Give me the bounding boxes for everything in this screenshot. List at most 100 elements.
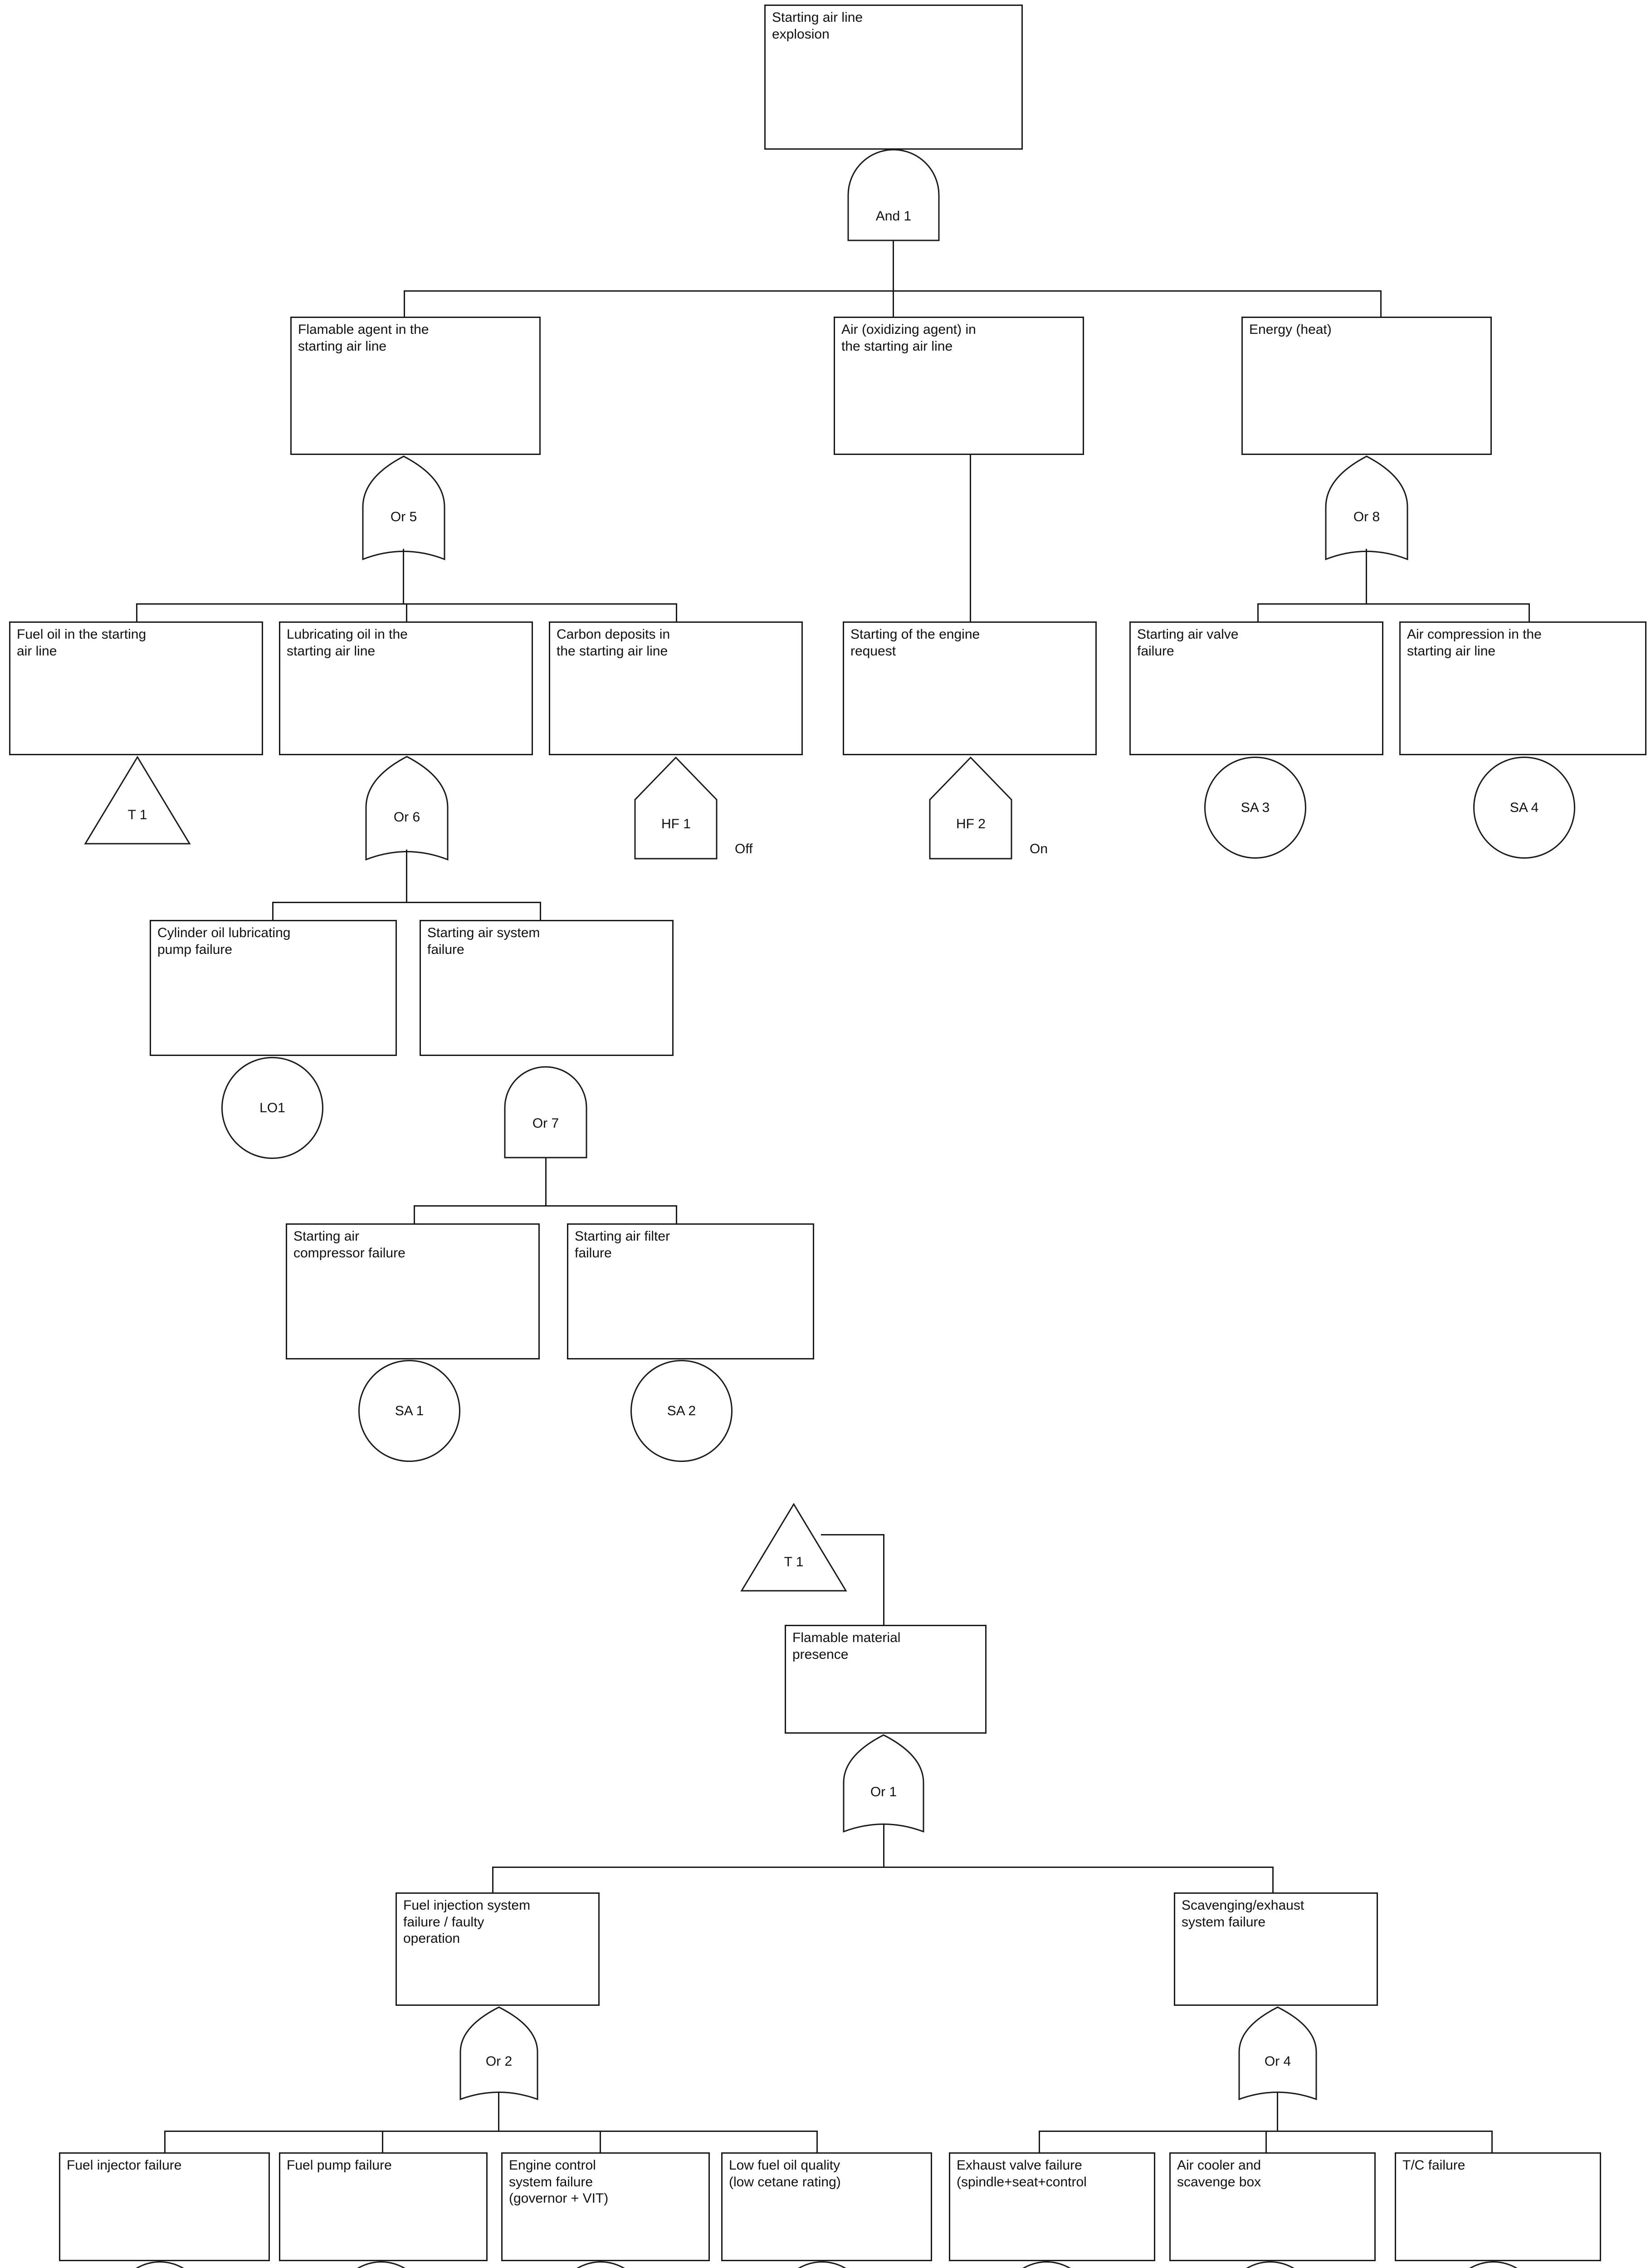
gate-or7[interactable]: Or 7 — [493, 1057, 598, 1161]
gate-or5[interactable]: Or 5 — [352, 455, 456, 564]
event-fuel-oil: Fuel oil in the starting air line — [9, 621, 263, 755]
line-drop-exhvalve — [1039, 2131, 1040, 2152]
line-t1-elbow-h — [821, 1534, 884, 1535]
event-air-valve-failure-label: Starting air valve failure — [1137, 627, 1239, 659]
line-drop-filter — [676, 1205, 677, 1224]
line-or7-down — [545, 1158, 547, 1205]
line-or1-down — [883, 1823, 884, 1867]
line-drop-lowquality — [816, 2131, 818, 2152]
line-drop-engctl — [600, 2131, 601, 2152]
event-fuel-oil-label: Fuel oil in the starting air line — [17, 627, 147, 659]
event-top-label: Starting air line explosion — [772, 10, 863, 42]
event-start-air-system: Starting air system failure — [420, 920, 674, 1056]
house-event-hf1-label: HF 1 — [661, 816, 691, 831]
event-exhaust-valve: Exhaust valve failure (spindle+seat+cont… — [949, 2152, 1155, 2261]
event-air-valve-failure: Starting air valve failure — [1129, 621, 1383, 755]
event-scavenging-exhaust: Scavenging/exhaust system failure — [1174, 1892, 1378, 2006]
line-bus-or6 — [272, 902, 540, 903]
line-or4-down — [1277, 2092, 1278, 2131]
basic-event-fo1[interactable]: FO 1 — [113, 2261, 206, 2268]
line-or2-down — [498, 2092, 499, 2131]
line-drop-air — [893, 290, 894, 318]
house-event-hf2-state: On — [1030, 841, 1048, 856]
event-fuel-injection: Fuel injection system failure / faulty o… — [396, 1892, 600, 2006]
event-cyl-oil-pump: Cylinder oil lubricating pump failure — [150, 920, 397, 1056]
line-drop-tc — [1491, 2131, 1493, 2152]
event-engine-request-label: Starting of the engine request — [850, 627, 980, 659]
gate-or2[interactable]: Or 2 — [451, 2006, 547, 2103]
event-tc-failure-label: T/C failure — [1402, 2158, 1465, 2173]
line-bus-level2 — [404, 290, 1381, 292]
event-fuel-pump: Fuel pump failure — [279, 2152, 488, 2261]
basic-event-sa4[interactable]: SA 4 — [1473, 757, 1575, 859]
event-low-fuel-quality: Low fuel oil quality (low cetane rating) — [721, 2152, 932, 2261]
event-fuel-pump-label: Fuel pump failure — [287, 2158, 392, 2173]
event-air-compressor: Starting air compressor failure — [286, 1223, 540, 1359]
event-start-air-system-label: Starting air system failure — [427, 925, 540, 957]
gate-or8[interactable]: Or 8 — [1314, 455, 1419, 564]
house-event-hf1-state: Off — [735, 841, 753, 856]
gate-and1[interactable]: And 1 — [837, 149, 950, 241]
event-carbon-deposits: Carbon deposits in the starting air line — [549, 621, 803, 755]
line-and1-down — [893, 240, 894, 290]
transfer-t1-upper-label: T 1 — [127, 807, 147, 822]
basic-event-se3[interactable]: SE 3 — [1447, 2261, 1540, 2268]
line-air-direct — [970, 455, 971, 621]
gate-or1[interactable]: Or 1 — [834, 1734, 933, 1836]
line-drop-scavenging — [1272, 1867, 1274, 1894]
event-air-compression: Air compression in the starting air line — [1399, 621, 1646, 755]
line-drop-injector — [164, 2131, 166, 2152]
event-energy-heat-label: Energy (heat) — [1249, 322, 1332, 337]
event-air-cooler: Air cooler and scavenge box — [1169, 2152, 1376, 2261]
transfer-t1-lower[interactable]: T 1 — [737, 1502, 850, 1593]
line-drop-aircooler — [1265, 2131, 1267, 2152]
line-or8-down — [1366, 549, 1367, 603]
basic-event-sa3[interactable]: SA 3 — [1204, 757, 1306, 859]
transfer-t1-upper[interactable]: T 1 — [81, 755, 194, 846]
event-air-filter: Starting air filter failure — [567, 1223, 814, 1359]
basic-event-sa1[interactable]: SA 1 — [358, 1360, 460, 1462]
line-drop-energy — [1380, 290, 1382, 318]
event-air-oxidizing: Air (oxidizing agent) in the starting ai… — [834, 317, 1084, 455]
event-flamable-agent: Flamable agent in the starting air line — [290, 317, 541, 455]
event-cyl-oil-pump-label: Cylinder oil lubricating pump failure — [157, 925, 291, 957]
gate-or6[interactable]: Or 6 — [355, 755, 459, 864]
line-bus-or2 — [164, 2131, 817, 2132]
line-or5-down — [403, 549, 404, 603]
line-drop-fuelinj — [492, 1867, 493, 1894]
basic-event-sa2[interactable]: SA 2 — [630, 1360, 733, 1462]
line-bus-or1 — [492, 1867, 1272, 1868]
basic-event-lo1[interactable]: LO1 — [221, 1057, 323, 1159]
event-fuel-injector-label: Fuel injector failure — [67, 2158, 182, 2173]
line-drop-flamable — [404, 290, 405, 318]
event-low-fuel-quality-label: Low fuel oil quality (low cetane rating) — [729, 2158, 841, 2190]
event-engine-control-label: Engine control system failure (governor … — [509, 2158, 609, 2206]
event-carbon-deposits-label: Carbon deposits in the starting air line — [557, 627, 670, 659]
basic-event-fo2[interactable]: FO 2 — [335, 2261, 428, 2268]
basic-event-se2[interactable]: SE 2 — [1224, 2261, 1317, 2268]
event-exhaust-valve-label: Exhaust valve failure (spindle+seat+cont… — [957, 2158, 1087, 2190]
house-event-hf2[interactable]: HF 2 — [920, 755, 1022, 860]
event-lub-oil-label: Lubricating oil in the starting air line — [287, 627, 408, 659]
event-tc-failure: T/C failure — [1395, 2152, 1601, 2261]
basic-event-fo4[interactable]: FO 4 — [776, 2261, 869, 2268]
event-air-oxidizing-label: Air (oxidizing agent) in the starting ai… — [841, 322, 976, 354]
event-energy-heat: Energy (heat) — [1241, 317, 1492, 455]
event-lub-oil: Lubricating oil in the starting air line — [279, 621, 533, 755]
event-scavenging-exhaust-label: Scavenging/exhaust system failure — [1182, 1898, 1304, 1930]
event-air-compressor-label: Starting air compressor failure — [293, 1229, 405, 1261]
event-fuel-injector: Fuel injector failure — [59, 2152, 270, 2261]
line-drop-compression — [1529, 603, 1530, 622]
basic-event-fo3[interactable]: FO 3 — [554, 2261, 647, 2268]
event-engine-request: Starting of the engine request — [843, 621, 1097, 755]
event-flamable-agent-label: Flamable agent in the starting air line — [298, 322, 429, 354]
event-air-filter-label: Starting air filter failure — [575, 1229, 670, 1261]
line-t1-elbow-v — [883, 1534, 884, 1625]
line-drop-cyloil — [272, 902, 274, 921]
basic-event-se1[interactable]: SE 1 — [1000, 2261, 1093, 2268]
gate-or4[interactable]: Or 4 — [1230, 2006, 1325, 2103]
line-drop-airsystem — [540, 902, 541, 921]
house-event-hf1[interactable]: HF 1 — [625, 755, 727, 860]
event-engine-control: Engine control system failure (governor … — [501, 2152, 710, 2261]
